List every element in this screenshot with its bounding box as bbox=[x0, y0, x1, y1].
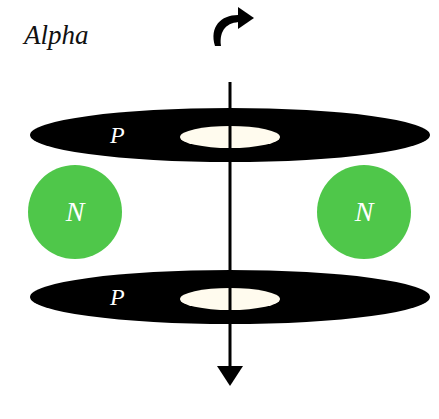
sphere-node: N bbox=[317, 165, 411, 259]
sphere-node: N bbox=[28, 165, 122, 259]
node-label: P bbox=[110, 285, 125, 309]
rotation-arrowhead bbox=[238, 7, 254, 29]
diagram-title: Alpha bbox=[24, 22, 89, 49]
disc-body bbox=[30, 108, 430, 162]
node-label: N bbox=[355, 198, 374, 226]
rotation-arrow bbox=[214, 15, 241, 46]
node-label: N bbox=[66, 198, 85, 226]
axis-line bbox=[229, 82, 232, 368]
disc-body bbox=[30, 270, 430, 324]
node-label: P bbox=[110, 123, 125, 147]
circle-body bbox=[28, 165, 122, 259]
circle-body bbox=[317, 165, 411, 259]
disc-hole bbox=[180, 288, 280, 310]
disc-hole bbox=[180, 126, 280, 148]
axis-arrowhead bbox=[217, 366, 243, 386]
